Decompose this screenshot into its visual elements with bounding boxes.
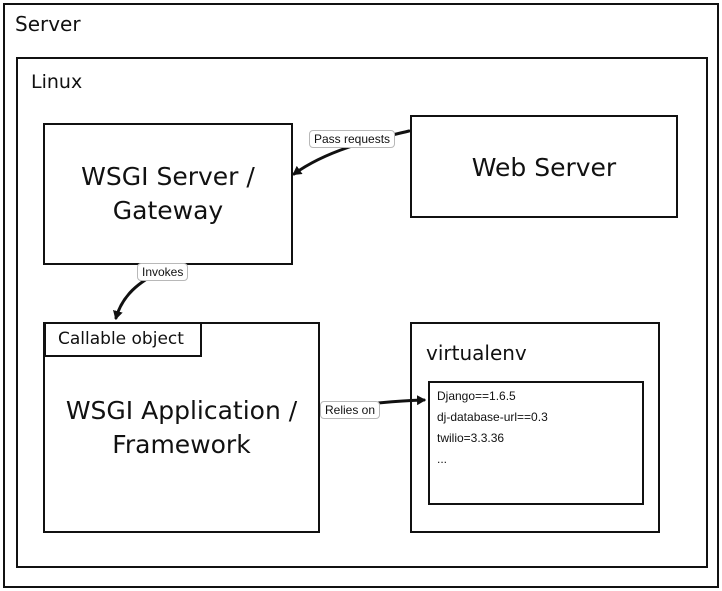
requirement-item: ... bbox=[437, 452, 448, 466]
web-server-box: Web Server bbox=[410, 115, 678, 218]
requirement-item: twilio=3.3.36 bbox=[437, 431, 505, 445]
callable-object-label: Callable object bbox=[58, 329, 184, 349]
virtualenv-title: virtualenv bbox=[426, 341, 527, 365]
linux-title: Linux bbox=[31, 71, 83, 93]
requirements-box: Django==1.6.5 dj-database-url==0.3 twili… bbox=[428, 381, 644, 505]
web-server-title: Web Server bbox=[471, 153, 617, 182]
requirement-item: Django==1.6.5 bbox=[437, 389, 516, 403]
pass-requests-label: Pass requests bbox=[309, 130, 396, 148]
wsgi-server-box: WSGI Server / Gateway bbox=[43, 123, 293, 265]
wsgi-app-box: WSGI Application / Framework bbox=[43, 322, 320, 533]
callable-object-tag: Callable object bbox=[44, 322, 202, 357]
wsgi-app-line2: Framework bbox=[112, 429, 251, 459]
relies-on-label: Relies on bbox=[320, 401, 381, 419]
requirement-item: dj-database-url==0.3 bbox=[437, 410, 548, 424]
server-title: Server bbox=[15, 12, 81, 36]
invokes-label: Invokes bbox=[137, 263, 189, 281]
wsgi-app-line1: WSGI Application / bbox=[65, 396, 298, 425]
wsgi-server-line2: Gateway bbox=[112, 195, 224, 225]
wsgi-server-line1: WSGI Server / bbox=[81, 162, 255, 191]
